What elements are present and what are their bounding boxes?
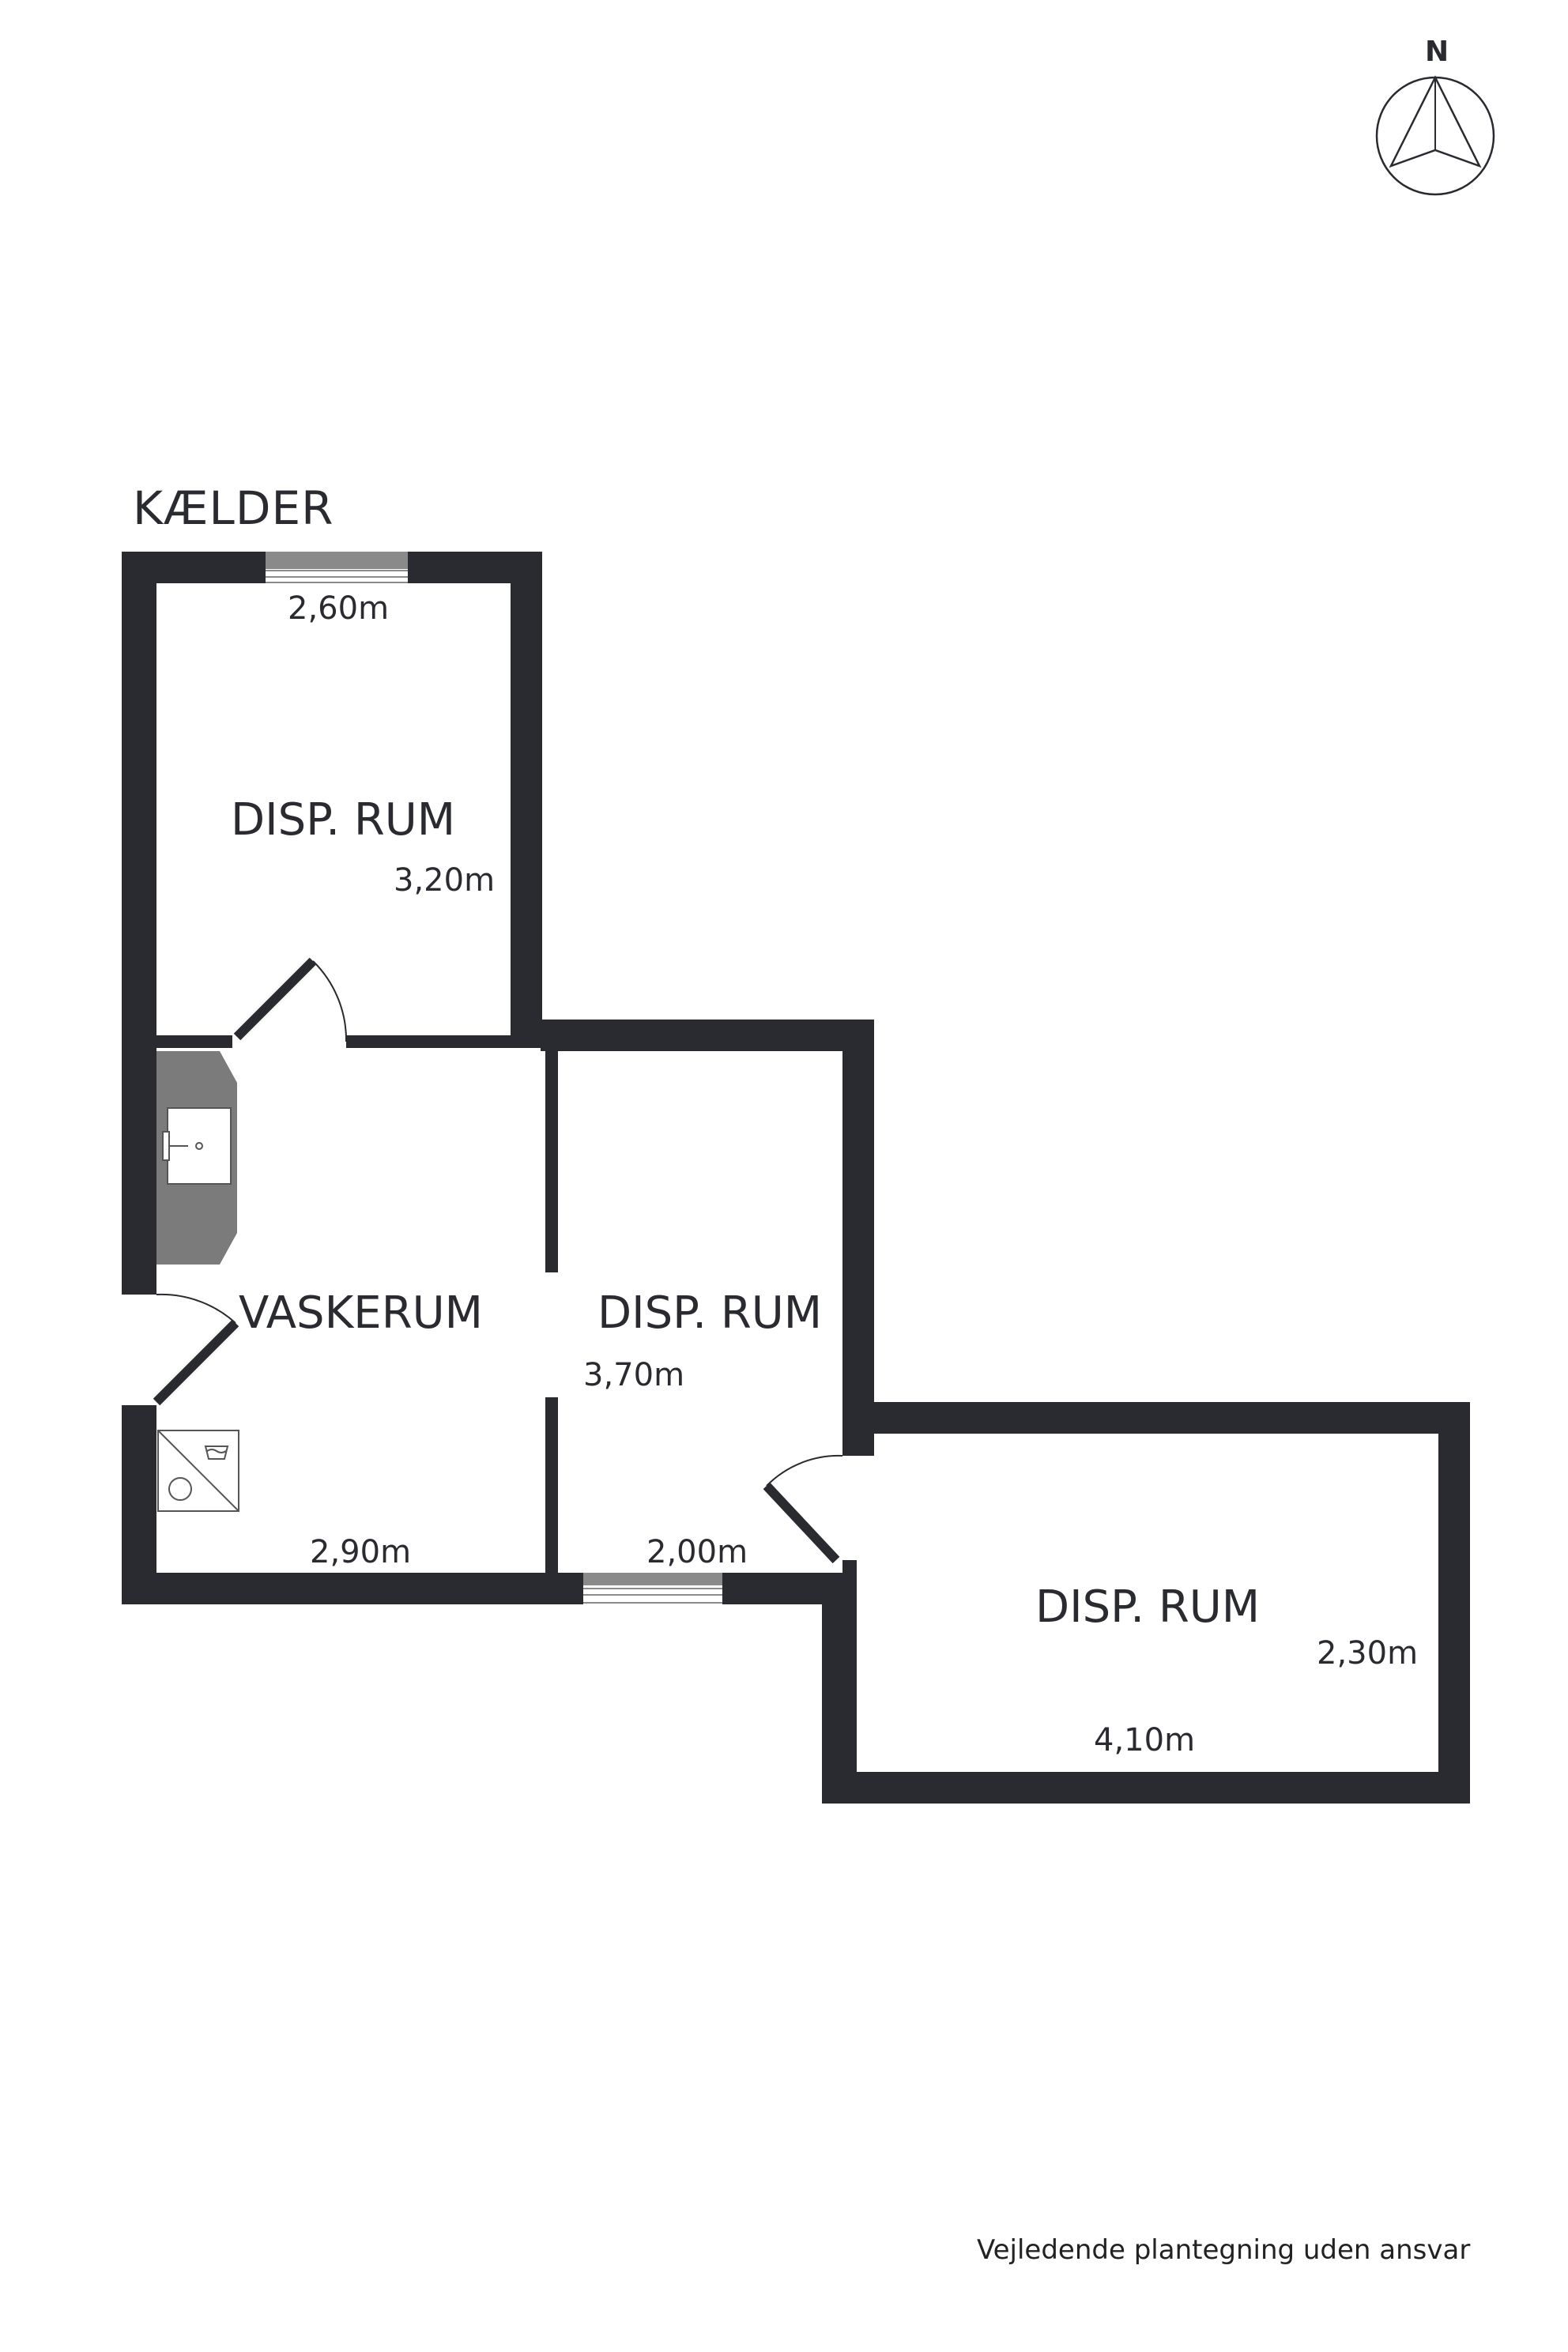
wall-bottom-mid bbox=[722, 1573, 841, 1604]
wall-r4-bottom bbox=[822, 1772, 1470, 1804]
room-3-width: 2,00m bbox=[646, 1534, 748, 1570]
windows bbox=[266, 552, 722, 1604]
doors bbox=[153, 957, 843, 1564]
wall-r4-top bbox=[842, 1402, 1470, 1434]
window-top bbox=[266, 552, 408, 583]
wall-r1-right bbox=[511, 552, 542, 1048]
room-1-name: DISP. RUM bbox=[231, 794, 456, 846]
disclaimer-footer: Vejledende plantegning uden ansvar bbox=[977, 2234, 1471, 2266]
wall-bottom-left bbox=[122, 1573, 583, 1604]
room-2-width: 2,90m bbox=[310, 1534, 412, 1570]
wall-r1-bottom-left bbox=[156, 1035, 232, 1048]
room-2-name: VASKERUM bbox=[239, 1287, 483, 1339]
compass-north-label: N bbox=[1425, 36, 1449, 68]
wall-r4-left-stub bbox=[842, 1434, 857, 1454]
room-4-width: 4,10m bbox=[1094, 1722, 1196, 1758]
room-1-width: 2,60m bbox=[288, 590, 390, 627]
washing-machine bbox=[157, 1430, 239, 1512]
door-exterior bbox=[153, 1293, 239, 1406]
room-4-name: DISP. RUM bbox=[1035, 1581, 1261, 1633]
wall-r1-left bbox=[122, 552, 156, 1295]
north-compass-icon bbox=[1375, 75, 1495, 196]
sink-counter bbox=[156, 1051, 237, 1265]
window-bottom bbox=[583, 1573, 722, 1604]
wall-left-lower bbox=[122, 1405, 156, 1604]
door-r1 bbox=[233, 957, 348, 1042]
wall-r3-top bbox=[541, 1020, 874, 1051]
wall-r1-bottom-right bbox=[346, 1035, 542, 1048]
room-1-depth: 3,20m bbox=[394, 862, 496, 899]
floor-title: KÆLDER bbox=[133, 481, 334, 535]
wall-r3-right bbox=[842, 1020, 874, 1456]
walls bbox=[122, 552, 1470, 1804]
room-3-depth: 3,70m bbox=[583, 1357, 685, 1393]
wall-r1-top-left bbox=[122, 552, 266, 583]
door-r4 bbox=[763, 1454, 843, 1564]
wall-r4-left bbox=[822, 1573, 857, 1804]
wall-partition-lower bbox=[545, 1397, 558, 1581]
room-4-depth: 2,30m bbox=[1317, 1635, 1419, 1672]
wall-partition-upper bbox=[545, 1035, 558, 1272]
wall-r4-right bbox=[1438, 1402, 1470, 1804]
room-3-name: DISP. RUM bbox=[597, 1287, 823, 1339]
